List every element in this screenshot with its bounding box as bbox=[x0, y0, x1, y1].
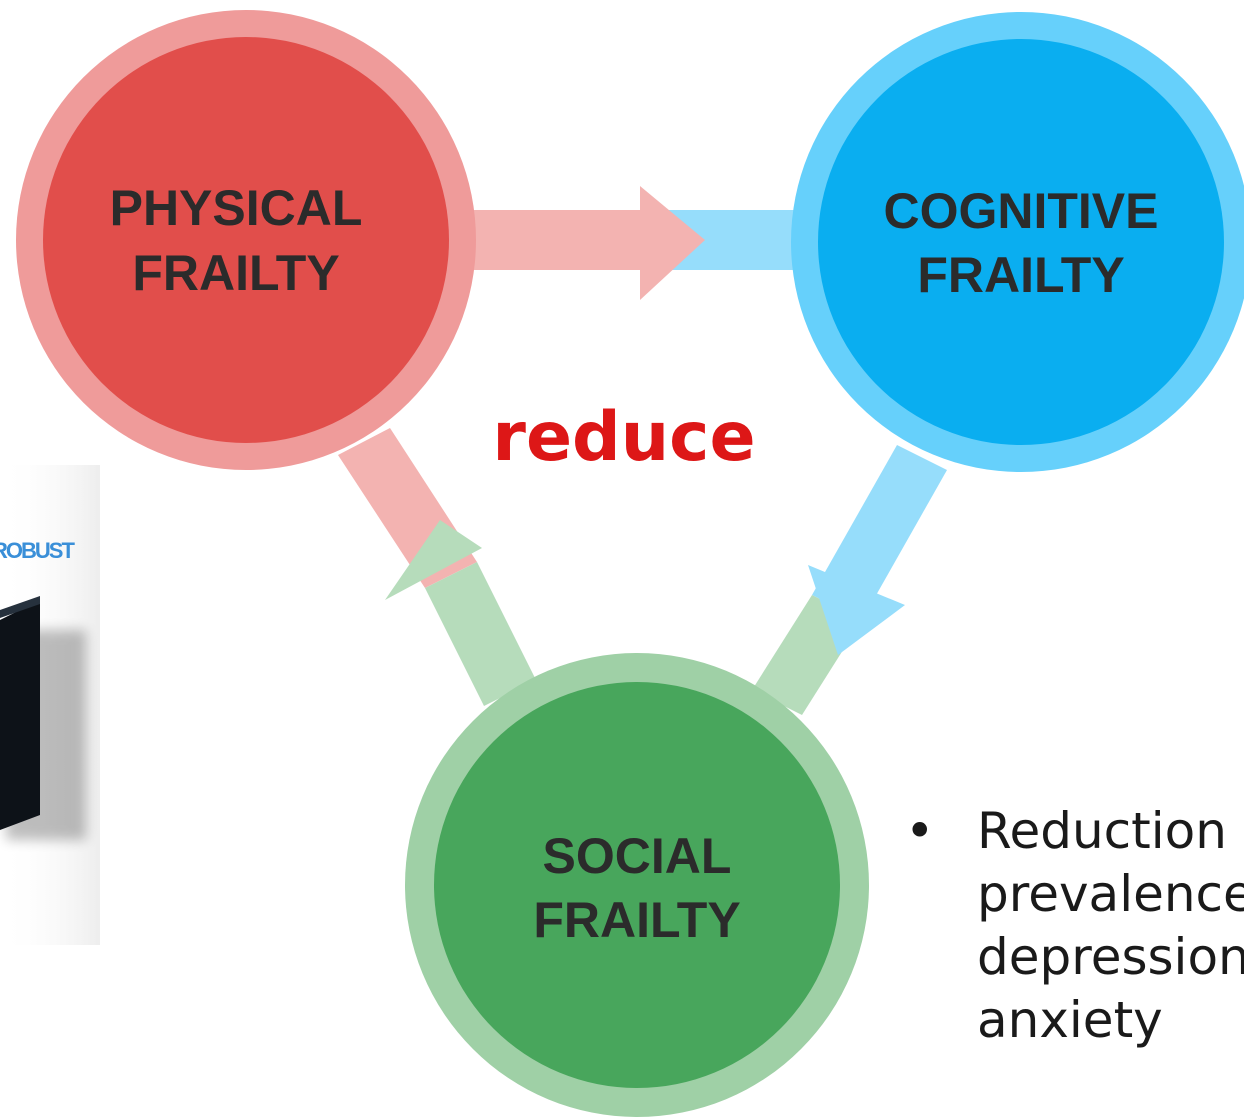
social-frailty-node: SOCIAL FRAILTY bbox=[405, 653, 869, 1117]
bullet-line-1: Reduction bbox=[977, 802, 1227, 860]
social-label-line2: FRAILTY bbox=[533, 892, 740, 948]
robust-logo-text: ROBUST bbox=[0, 538, 75, 563]
physical-frailty-node: PHYSICAL FRAILTY bbox=[16, 10, 476, 470]
social-label-line1: SOCIAL bbox=[543, 828, 732, 884]
physical-circle bbox=[43, 37, 449, 443]
arrow-social-to-physical bbox=[338, 428, 536, 706]
cognitive-label-line1: COGNITIVE bbox=[883, 183, 1158, 239]
product-box-icon bbox=[0, 600, 40, 830]
bullet-line-3: depression bbox=[977, 928, 1244, 986]
bullet-line-4: anxiety bbox=[977, 991, 1163, 1049]
physical-label-line1: PHYSICAL bbox=[110, 180, 363, 236]
arrow-physical-to-cognitive bbox=[462, 186, 812, 300]
reduce-label: reduce bbox=[492, 398, 755, 477]
arrow-cognitive-to-social bbox=[752, 445, 947, 715]
cognitive-label-line2: FRAILTY bbox=[917, 247, 1124, 303]
bullet-symbol: • bbox=[905, 802, 935, 860]
bullet-item-text: Reduction prevalence depression anxiety bbox=[977, 800, 1244, 1052]
robust-product-image: ROBUST bbox=[0, 465, 100, 945]
cognitive-circle bbox=[818, 39, 1224, 445]
bullet-line-2: prevalence bbox=[977, 865, 1244, 923]
cognitive-frailty-node: COGNITIVE FRAILTY bbox=[791, 12, 1244, 472]
social-circle bbox=[434, 682, 840, 1088]
physical-label-line2: FRAILTY bbox=[132, 245, 339, 301]
